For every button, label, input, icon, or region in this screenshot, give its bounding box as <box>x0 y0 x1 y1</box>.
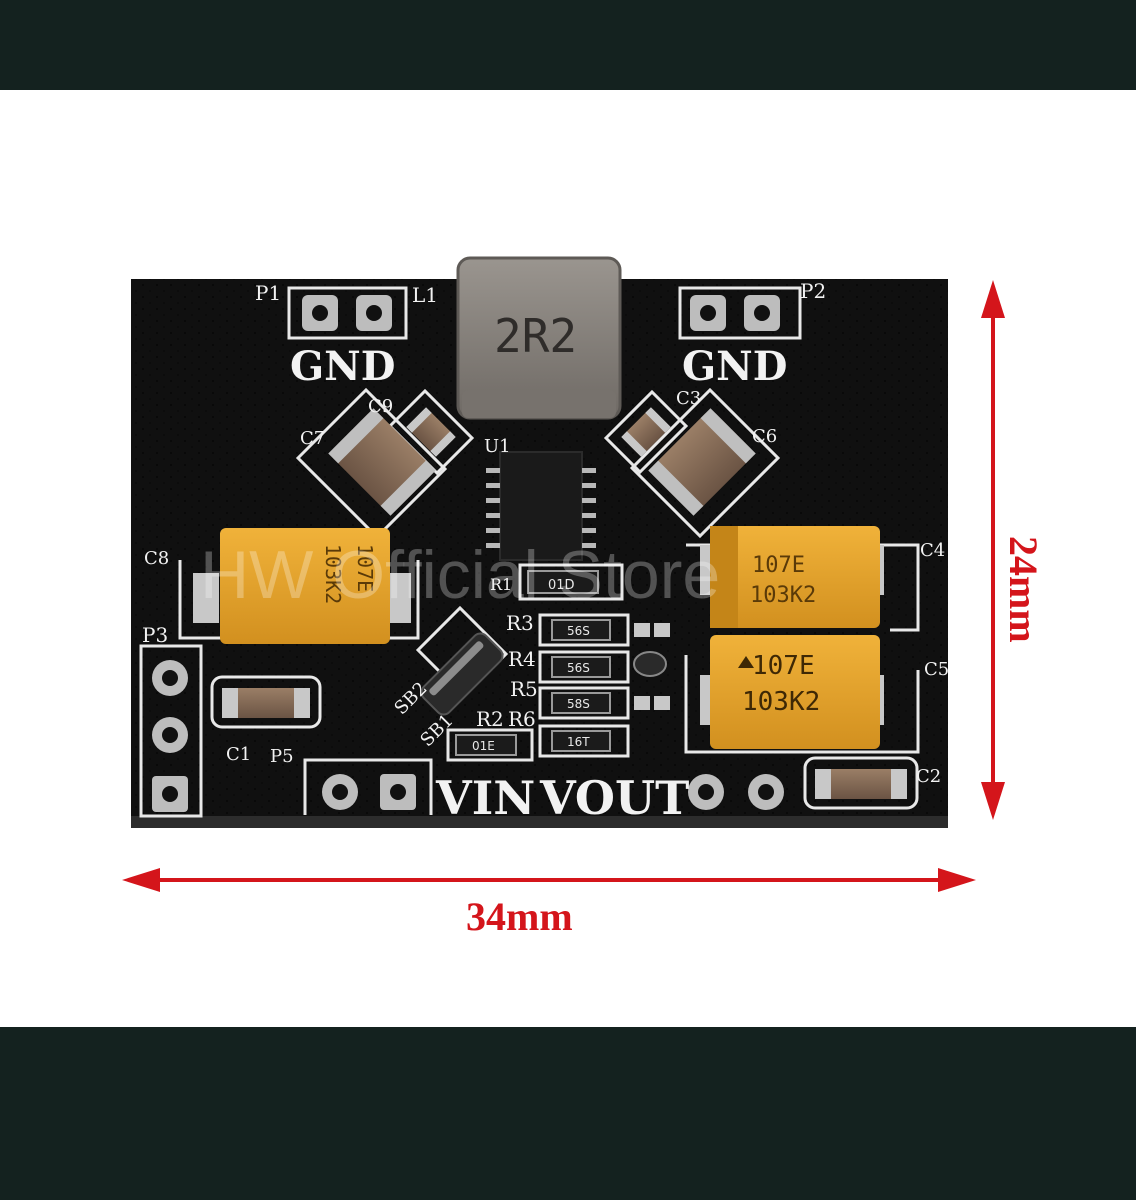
height-label: 24mm <box>1001 536 1046 643</box>
header-pins <box>152 295 784 812</box>
product-photo: P1 L1 P2 GND GND C9 C7 C3 C6 U1 C8 C4 P3… <box>0 90 1136 1027</box>
label-c3: C3 <box>676 388 701 409</box>
resistor-r1-code: 01D <box>548 578 575 593</box>
tantalum-br-line1: 107E <box>752 651 815 681</box>
width-label: 34mm <box>466 894 573 939</box>
ceramic-capacitors <box>222 407 907 799</box>
component-markings: 2R2 107E 103K2 107E 103K2 107E 103K2 01D… <box>321 309 820 753</box>
tantalum-capacitors <box>193 526 884 749</box>
label-gnd-left: GND <box>290 343 395 390</box>
inductor-l1 <box>456 256 622 420</box>
schottky-sb <box>420 632 504 716</box>
arrow-up-icon <box>981 280 1005 318</box>
tantalum-tr-line2: 103K2 <box>750 583 816 608</box>
polarity-marker <box>738 656 754 668</box>
arrow-down-icon <box>981 782 1005 820</box>
label-r1: R1 <box>490 575 512 594</box>
tantalum-left-line2: 103K2 <box>321 544 345 604</box>
label-r3: R3 <box>506 611 534 635</box>
resistor-r5-code: 58S <box>567 697 590 711</box>
label-r6: R6 <box>508 707 536 731</box>
label-l1: L1 <box>412 283 438 307</box>
height-dimension: 24mm <box>981 280 1046 820</box>
label-r2: R2 <box>476 707 504 731</box>
ic-u1 <box>486 451 596 561</box>
resistor-r4-code: 56S <box>567 661 590 675</box>
label-c7: C7 <box>300 428 325 449</box>
inductor-marking: 2R2 <box>494 309 577 363</box>
label-c6: C6 <box>752 426 777 447</box>
silkscreen-outlines <box>139 286 920 818</box>
pcb-product-image: P1 L1 P2 GND GND C9 C7 C3 C6 U1 C8 C4 P3… <box>122 256 1046 939</box>
tantalum-left-line1: 107E <box>353 544 377 592</box>
label-gnd-right: GND <box>682 343 787 390</box>
resistor-r3-code: 56S <box>567 624 590 638</box>
label-p5: P5 <box>270 746 294 767</box>
label-p1: P1 <box>255 281 281 305</box>
label-c1: C1 <box>226 744 251 765</box>
label-c5: C5 <box>924 659 949 680</box>
bottom-frame-bar <box>0 1027 1136 1200</box>
label-u1: U1 <box>484 436 511 457</box>
label-vin: VIN <box>435 771 535 825</box>
label-c9: C9 <box>368 396 393 417</box>
resistor-r6-code: 16T <box>567 735 590 749</box>
resistor-r2-code: 01E <box>472 739 495 753</box>
label-r5: R5 <box>510 677 538 701</box>
label-vout: VOUT <box>539 771 689 825</box>
label-c2: C2 <box>916 766 941 787</box>
label-p3: P3 <box>142 623 168 647</box>
arrow-right-icon <box>938 868 976 892</box>
label-p2: P2 <box>800 279 826 303</box>
top-frame-bar <box>0 0 1136 90</box>
tantalum-br-line2: 103K2 <box>742 687 820 717</box>
width-dimension: 34mm <box>122 868 976 939</box>
label-r4: R4 <box>508 647 536 671</box>
label-c8: C8 <box>144 548 169 569</box>
label-c4: C4 <box>920 540 945 561</box>
arrow-left-icon <box>122 868 160 892</box>
resistors <box>455 570 670 756</box>
store-watermark: HW Official Store <box>200 537 720 613</box>
tantalum-tr-line1: 107E <box>752 553 805 578</box>
